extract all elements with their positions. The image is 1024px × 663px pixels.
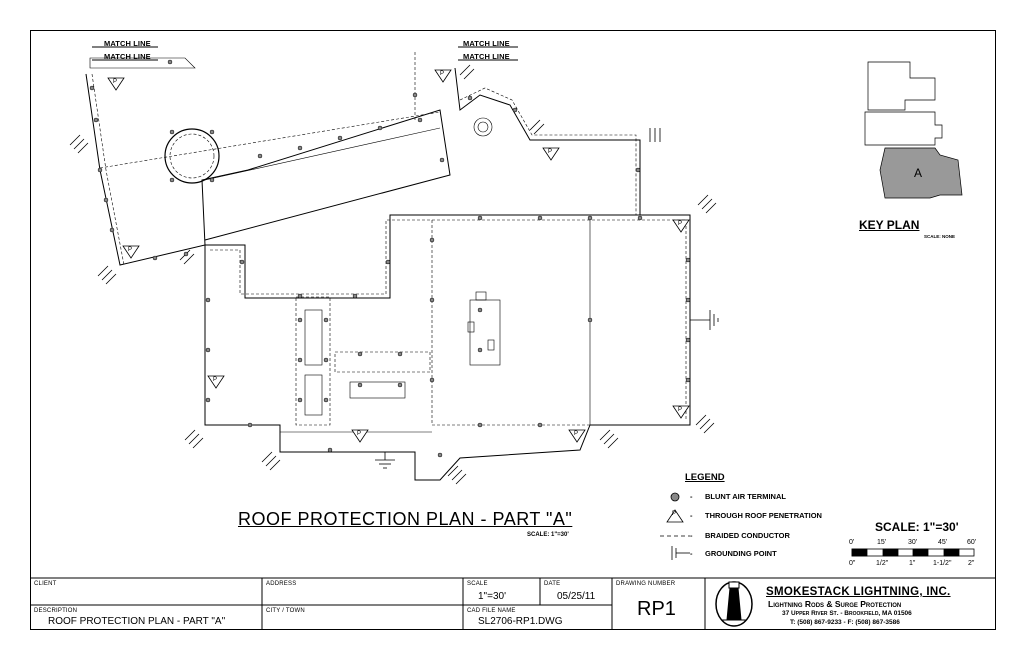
scale-label: SCALE	[467, 581, 488, 587]
date-label: DATE	[544, 581, 561, 587]
penetration-label: P	[678, 221, 683, 227]
legend-dash: -	[690, 511, 693, 520]
description-value: ROOF PROTECTION PLAN - PART "A"	[48, 616, 226, 627]
penetration-label: P	[440, 71, 445, 77]
match-line-label: MATCH LINE	[463, 39, 510, 48]
legend-dash: -	[690, 549, 693, 558]
scale-value: 1"=30'	[478, 591, 506, 602]
scale-tick-bottom: 1-1/2"	[933, 560, 952, 567]
key-plan-graphic	[864, 61, 963, 199]
scale-bar-title: SCALE: 1"=30'	[875, 520, 959, 534]
roof-outline	[85, 73, 451, 266]
penetration-label: P	[574, 431, 579, 437]
legend-title: LEGEND	[685, 472, 725, 483]
scale-tick-bottom: 1"	[909, 560, 916, 567]
cad-file-label: CAD FILE NAME	[467, 608, 516, 614]
main-roof-outline	[204, 214, 691, 481]
company-address: 37 Upper River St. - Brookfield, MA 0150…	[782, 610, 912, 617]
drawing-sheet-border	[30, 30, 996, 630]
description-label: DESCRIPTION	[34, 608, 78, 614]
legend-item-conductor: BRAIDED CONDUCTOR	[705, 531, 790, 540]
scale-tick-top: 0'	[849, 539, 855, 546]
match-line-label: MATCH LINE	[463, 52, 510, 61]
legend-penetration-label: P	[672, 511, 677, 517]
company-tagline: Lightning Rods & Surge Protection	[768, 599, 902, 609]
legend-item-ground: GROUNDING POINT	[705, 549, 777, 558]
scale-tick-top: 45'	[938, 539, 948, 546]
penetration-label: P	[678, 407, 683, 413]
key-plan-title: KEY PLAN	[859, 218, 920, 232]
legend-dash: -	[690, 531, 693, 540]
cad-file-value: SL2706-RP1.DWG	[478, 616, 563, 627]
legend-item-air-terminal: BLUNT AIR TERMINAL	[705, 492, 786, 501]
scale-tick-bottom: 2"	[968, 560, 975, 567]
scale-tick-top: 30'	[908, 539, 918, 546]
penetration-label: P	[113, 79, 118, 85]
scale-tick-bottom: 1/2"	[876, 560, 889, 567]
title-block-grid	[30, 577, 996, 630]
legend-dash: -	[690, 492, 693, 501]
key-plan-area-label: A	[914, 166, 923, 180]
scale-tick-top: 15'	[877, 539, 887, 546]
penetration-label: P	[213, 377, 218, 383]
company-name: SMOKESTACK LIGHTNING, INC.	[766, 586, 951, 598]
date-value: 05/25/11	[557, 591, 596, 602]
penetration-label: P	[548, 149, 553, 155]
city-label: CITY / TOWN	[266, 608, 305, 614]
scale-tick-top: 60'	[967, 539, 977, 546]
penetration-label: P	[128, 247, 133, 253]
company-phone: T: (508) 867-9233 - F: (508) 867-3586	[790, 619, 900, 626]
scale-bar-graphic	[851, 548, 975, 557]
legend-symbols	[660, 492, 690, 560]
drawing-number-value: RP1	[637, 598, 676, 620]
legend-item-roof-penetration: THROUGH ROOF PENETRATION	[705, 511, 822, 520]
scale-tick-bottom: 0"	[849, 560, 856, 567]
rotunda-outline	[164, 128, 220, 184]
plan-scale-note: SCALE: 1"=30'	[527, 532, 569, 538]
match-line-label: MATCH LINE	[104, 52, 151, 61]
client-label: CLIENT	[34, 581, 57, 587]
key-plan-area-a	[879, 147, 963, 199]
drawing-number-label: DRAWING NUMBER	[616, 581, 676, 587]
key-plan-scale-note: SCALE: NONE	[924, 234, 956, 239]
penetration-label: P	[357, 431, 362, 437]
plan-title: ROOF PROTECTION PLAN - PART "A"	[238, 509, 573, 529]
match-line-label: MATCH LINE	[104, 39, 151, 48]
address-label: ADDRESS	[266, 581, 297, 587]
lighthouse-logo-icon	[715, 581, 753, 627]
